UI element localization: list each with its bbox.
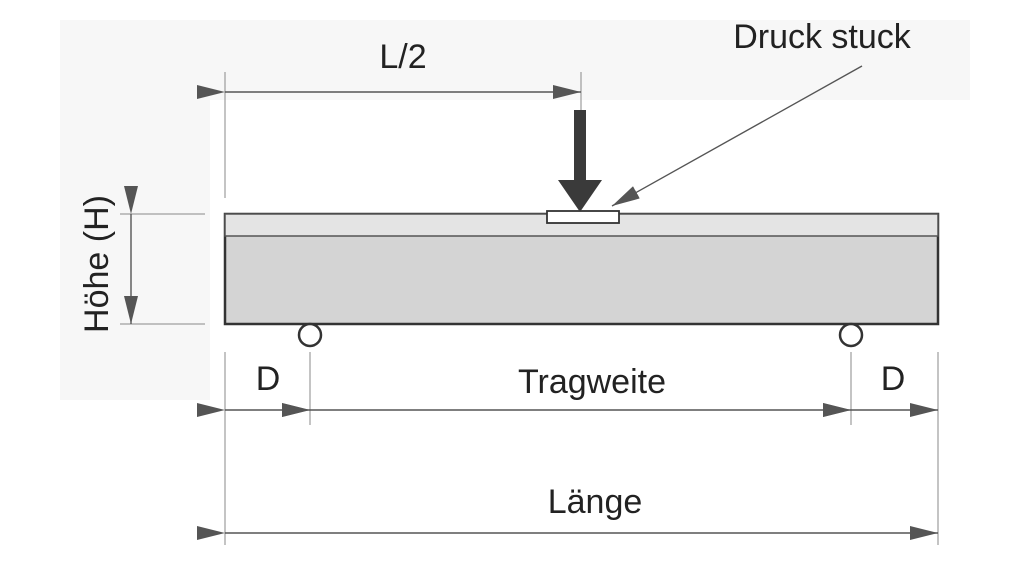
load-arrow-shaft — [574, 110, 586, 182]
height-label: Höhe (H) — [78, 195, 116, 333]
pressure-piece — [546, 210, 620, 224]
length-label: Länge — [548, 483, 643, 521]
span-label: Tragweite — [518, 363, 666, 401]
support-roller-left — [297, 322, 323, 348]
pressure-piece-label: Druck stuck — [733, 18, 912, 56]
overhang-left-label: D — [256, 360, 281, 398]
overhang-right-label: D — [881, 360, 906, 398]
half-length-label: L/2 — [379, 38, 426, 76]
load-arrow-head — [558, 180, 602, 212]
support-roller-right — [838, 322, 864, 348]
pressure-piece-leader-line — [611, 65, 863, 207]
